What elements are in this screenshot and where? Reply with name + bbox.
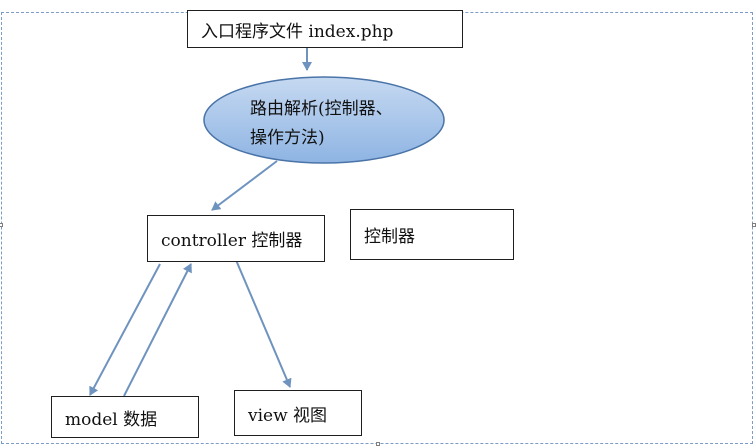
controller-label: controller 控制器: [161, 231, 303, 251]
view-box[interactable]: view 视图: [234, 390, 362, 436]
frame-handle-left[interactable]: [0, 223, 3, 227]
controller-box[interactable]: controller 控制器: [147, 215, 325, 262]
routing-label-line2: 操作方法): [250, 128, 325, 148]
arrow-model-to-controller: [123, 263, 192, 397]
controller-alt-box[interactable]: 控制器: [350, 209, 514, 260]
entry-file-box[interactable]: 入口程序文件 index.php: [187, 10, 463, 48]
controller-alt-label: 控制器: [364, 227, 415, 247]
entry-file-label: 入口程序文件 index.php: [201, 21, 394, 42]
arrow-controller-to-view: [235, 259, 292, 388]
routing-ellipse[interactable]: [203, 76, 445, 164]
model-box[interactable]: model 数据: [51, 396, 199, 438]
view-label: view 视图: [248, 405, 328, 426]
frame-handle-bottom[interactable]: [376, 442, 380, 446]
model-label: model 数据: [65, 409, 158, 430]
routing-label-line1: 路由解析(控制器、: [250, 99, 393, 119]
arrow-controller-to-model: [89, 263, 161, 396]
arrow-routing-to-controller: [211, 160, 278, 211]
routing-label: 路由解析(控制器、 操作方法): [250, 95, 393, 153]
